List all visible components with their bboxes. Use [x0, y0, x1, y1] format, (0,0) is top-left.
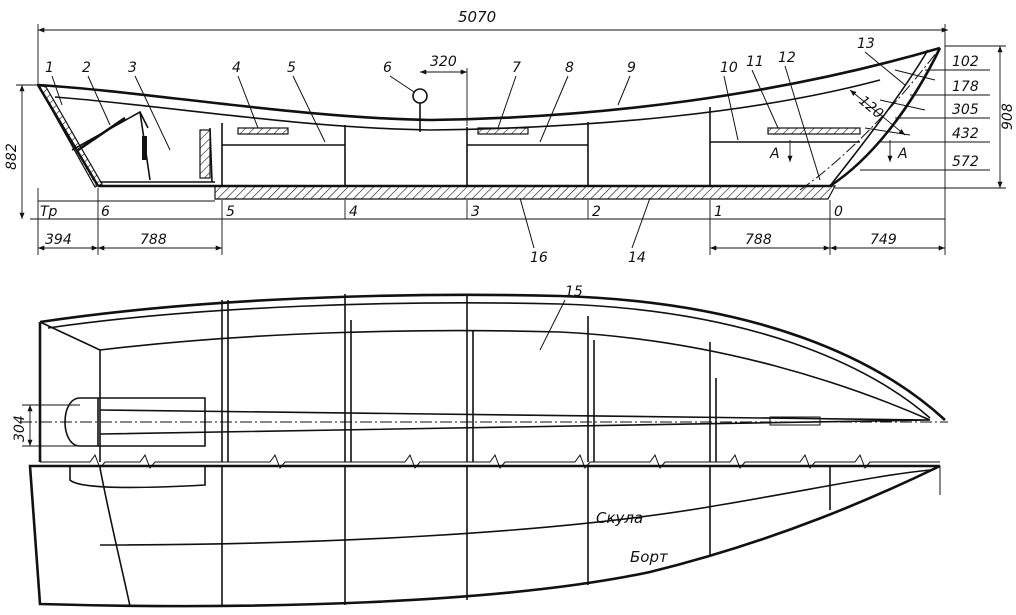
- inner-gunwale: [47, 302, 931, 419]
- sheer-line: [37, 46, 941, 122]
- dim-overall-length: 5070: [458, 8, 496, 26]
- dim-line-120: [849, 89, 906, 136]
- callout-number: 1: [45, 60, 54, 76]
- stern-brace: [71, 110, 149, 151]
- leader-line: [864, 51, 906, 86]
- dim-882: 882: [4, 143, 20, 170]
- leader-line: [87, 75, 111, 126]
- dim-788-right: 788: [745, 232, 772, 248]
- chine-label: Скула: [596, 509, 643, 527]
- callout-number: 13: [857, 36, 875, 52]
- leader-line: [292, 75, 326, 143]
- callout-number: 4: [232, 60, 241, 76]
- oarlock-icon: [412, 88, 428, 104]
- dim-304: 304: [12, 415, 28, 442]
- dim-788-left: 788: [140, 232, 167, 248]
- leader-line: [617, 75, 631, 106]
- callout-number: 11: [746, 54, 764, 70]
- leader-line: [51, 75, 63, 106]
- side-label: Борт: [630, 548, 669, 566]
- gunwale-outline: [39, 293, 946, 421]
- transom-board: [36, 84, 103, 188]
- plan-frames: [221, 294, 717, 462]
- panel-line: [99, 467, 131, 607]
- leader-line: [497, 75, 517, 129]
- motor-well-plan: [64, 397, 206, 447]
- stern-strut: [77, 116, 126, 152]
- hull-bottom: [98, 47, 942, 188]
- leader-line: [784, 65, 821, 181]
- section-mark-left: A: [769, 146, 780, 162]
- leader-line: [751, 69, 779, 129]
- chine-line-plan: [99, 329, 931, 421]
- bracket: [142, 136, 147, 160]
- callout-number: 10: [720, 60, 738, 76]
- motor-board: [199, 129, 211, 179]
- callout-number: 16: [530, 250, 548, 266]
- side-view: 5070: [4, 8, 1016, 266]
- callout-number: 9: [627, 60, 636, 76]
- chine-line-side: [99, 469, 931, 546]
- dim-394: 394: [45, 232, 72, 248]
- station-label: 5: [226, 204, 235, 220]
- dim-102: 102: [952, 54, 979, 70]
- callout-number: 5: [287, 60, 296, 76]
- dim-178: 178: [952, 79, 979, 95]
- corner-line: [39, 321, 101, 351]
- inner-sheer-line: [54, 79, 881, 131]
- dim-572: 572: [952, 154, 979, 170]
- leader-line: [237, 75, 259, 129]
- dim-320: 320: [430, 54, 457, 70]
- plan-view: 304 15: [12, 284, 948, 469]
- leader-line: [539, 299, 566, 351]
- stem-centerline: [799, 47, 941, 191]
- callout-number: 2: [82, 60, 91, 76]
- motor-cutout: [69, 466, 206, 489]
- station-label: Тр: [40, 204, 58, 220]
- leader-line: [134, 75, 171, 151]
- station-label: 4: [349, 204, 358, 220]
- seat-4: [237, 127, 289, 135]
- dim-908: 908: [1000, 103, 1016, 130]
- callout-number: 12: [778, 50, 796, 66]
- side-panel-outline: [28, 464, 941, 608]
- section-mark-right: A: [897, 146, 908, 162]
- leader-line: [519, 197, 535, 249]
- station-label: 0: [834, 204, 843, 220]
- callout-number: 8: [565, 60, 574, 76]
- side-development: Скула Борт: [28, 464, 941, 608]
- dim-432: 432: [952, 126, 979, 142]
- leader-line: [389, 75, 415, 93]
- leader-line: [723, 75, 739, 141]
- station-label: 6: [101, 204, 110, 220]
- station-label: 3: [471, 204, 480, 220]
- callout-number: 3: [128, 60, 137, 76]
- callout-number: 7: [512, 60, 521, 76]
- station-label: 2: [592, 204, 601, 220]
- keel-plan: [99, 409, 931, 435]
- dim-749: 749: [870, 232, 897, 248]
- callout-number: 14: [628, 250, 646, 266]
- side-frames: [221, 466, 831, 607]
- keel-hatched: [214, 185, 837, 200]
- leader-line: [631, 197, 651, 249]
- dim-305: 305: [952, 102, 979, 118]
- seat-11: [767, 127, 861, 135]
- seat-7: [477, 127, 529, 135]
- station-label: 1: [714, 204, 723, 220]
- callout-number: 6: [383, 60, 392, 76]
- stem-plate: [769, 416, 821, 426]
- frames: [221, 107, 711, 186]
- callout-number: 15: [565, 284, 583, 300]
- leader-line: [539, 75, 569, 143]
